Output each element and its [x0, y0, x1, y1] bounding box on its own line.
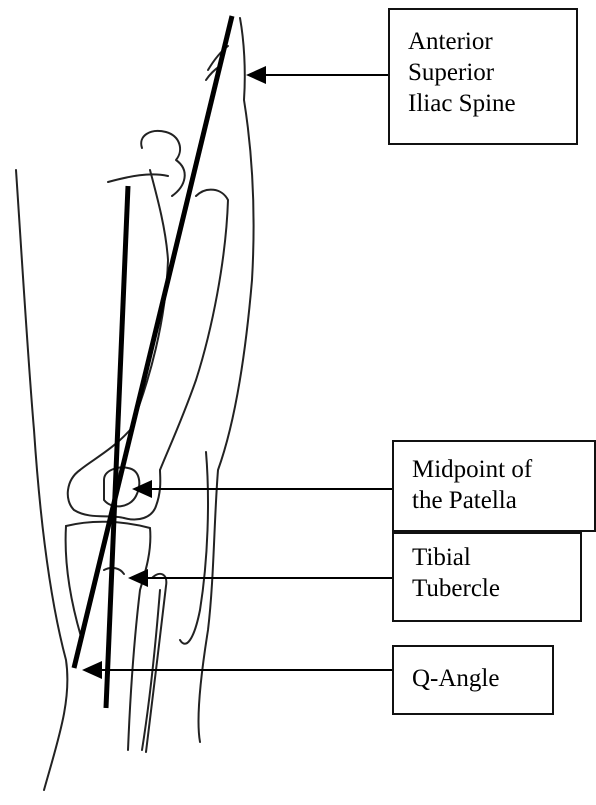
- qangle-arrowhead: [82, 661, 102, 679]
- femur-head: [141, 131, 184, 196]
- midpoint-arrowhead: [132, 480, 152, 498]
- asis-arrowhead: [246, 66, 266, 84]
- q-angle-label-box: Q-Angle: [392, 645, 554, 715]
- midpoint-label-line-2: the Patella: [412, 485, 584, 516]
- tibial-arrowhead: [128, 569, 148, 587]
- outer-leg-left-contour: [16, 170, 67, 790]
- asis-label-box: Anterior Superior Iliac Spine: [388, 8, 578, 145]
- skin-fold: [180, 452, 208, 644]
- tibial-label-line-2: Tubercle: [412, 573, 570, 604]
- asis-label-line-3: Iliac Spine: [408, 88, 566, 119]
- tibia-left-edge: [66, 526, 82, 640]
- asis-label-line-2: Superior: [408, 57, 566, 88]
- tibial-label-line-1: Tibial: [412, 542, 570, 573]
- fibula: [142, 574, 166, 752]
- q-angle-label: Q-Angle: [412, 663, 542, 694]
- patella-to-tubercle-line: [106, 186, 128, 708]
- asis-label-line-1: Anterior: [408, 26, 566, 57]
- tibial-tubercle-label-box: Tibial Tubercle: [392, 532, 582, 622]
- greater-trochanter: [108, 174, 168, 182]
- midpoint-label-line-1: Midpoint of: [412, 454, 584, 485]
- femur-shaft-right: [160, 190, 228, 470]
- asis-to-patella-line: [74, 16, 232, 668]
- midpoint-label-box: Midpoint of the Patella: [392, 440, 596, 532]
